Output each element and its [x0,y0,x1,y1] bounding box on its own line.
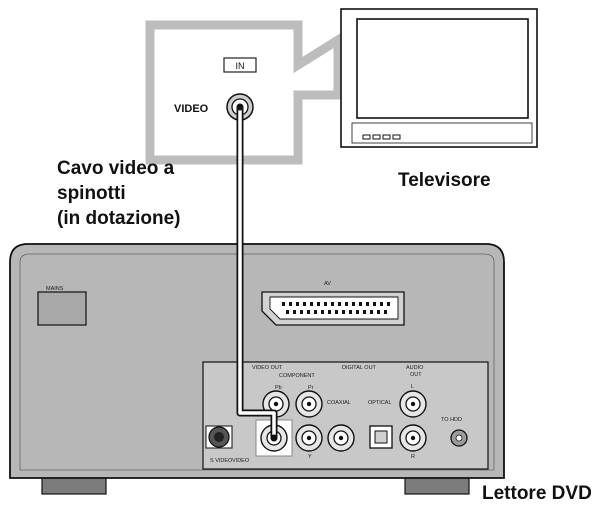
video-input-label: VIDEO [174,103,209,115]
dvd-player: MAINS AV VIDEO OUT DIGITAL OUT AUDIO OUT… [9,243,505,495]
audio-out-label-2: OUT [410,372,422,378]
tv-buttons [362,134,401,140]
audio-out-l-jack [399,390,427,418]
audio-r-label: R [411,454,415,460]
cable-label-line3: (in dotazione) [57,208,180,229]
tv-label: Televisore [398,170,491,191]
audio-l-label: L [411,384,414,390]
pb-label: Pb [275,385,282,391]
tv-input-callout: IN VIDEO [145,20,343,165]
s-video-label: S VIDEO [210,458,233,464]
pr-label: Pr [308,385,314,391]
cable-label-line1: Cavo video a [57,158,175,179]
video-jack-label: VIDEO [232,458,250,464]
scart-pins [282,302,390,314]
in-label-box [223,57,257,73]
video-out-label: VIDEO OUT [252,365,283,371]
y-label: Y [308,454,312,460]
television [340,8,538,148]
component-label: COMPONENT [279,373,315,379]
digital-out-label: DIGITAL OUT [342,365,377,371]
component-y-jack [295,424,323,452]
av-label: AV [324,281,331,287]
to-hdd-label: TO HDD [441,417,462,423]
tv-screen [356,18,529,119]
cable-plug-tv [236,103,244,111]
mains-label: MAINS [46,286,64,292]
optical-jack [369,425,393,449]
coaxial-jack [327,424,355,452]
cable-label-line2: spinotti [57,183,126,204]
audio-out-label: AUDIO [406,365,424,371]
coaxial-label: COAXIAL [327,400,351,406]
mains-inlet [37,291,87,326]
video-cable [236,103,278,442]
to-hdd-jack [450,429,468,447]
component-pr-jack [295,390,323,418]
audio-out-r-jack [399,424,427,452]
optical-label: OPTICAL [368,400,392,406]
s-video-jack [205,425,233,449]
cable-plug-player [270,434,278,442]
player-label: Lettore DVD [482,483,592,504]
in-label: IN [236,61,245,71]
